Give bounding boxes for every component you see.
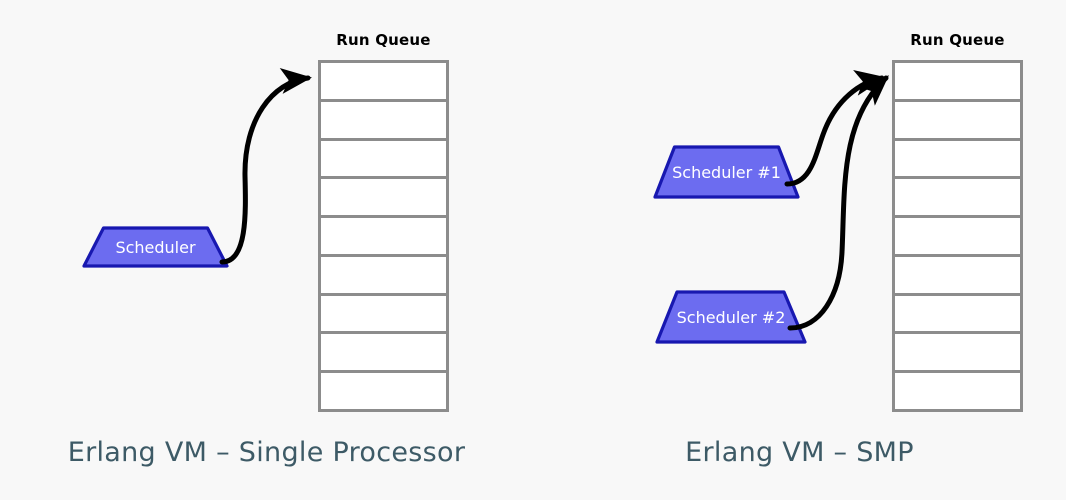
- scheduler-label-smp-1: Scheduler #1: [672, 162, 781, 182]
- panel-single-processor: Run Queue Scheduler: [82, 31, 449, 413]
- run-queue-cell-right-6: [892, 253, 1023, 296]
- scheduler-trapezoid-smp-2: [655, 290, 807, 344]
- run-queue-cell-right-8: [892, 331, 1023, 374]
- run-queue-cell-right-4: [892, 176, 1023, 219]
- scheduler-shape-smp-2[interactable]: Scheduler #2: [655, 290, 807, 344]
- run-queue-cell-right-9: [892, 370, 1023, 413]
- scheduler-label-left: Scheduler: [115, 237, 196, 257]
- scheduler-shape-left[interactable]: Scheduler: [82, 226, 229, 268]
- run-queue-left: [318, 60, 449, 413]
- scheduler-shape-smp-1[interactable]: Scheduler #1: [653, 145, 800, 199]
- run-queue-cell-left-2: [318, 98, 449, 141]
- run-queue-label-right: Run Queue: [910, 31, 1005, 49]
- scheduler-label-smp-2: Scheduler #2: [676, 307, 786, 327]
- run-queue-cell-left-3: [318, 137, 449, 180]
- run-queue-right: [892, 60, 1023, 413]
- run-queue-cell-right-5: [892, 215, 1023, 257]
- run-queue-cell-left-4: [318, 176, 449, 219]
- caption-single-processor: Erlang VM – Single Processor: [67, 437, 466, 468]
- run-queue-cell-left-8: [318, 331, 449, 374]
- run-queue-cell-left-1: [318, 60, 449, 102]
- run-queue-cell-left-5: [318, 215, 449, 257]
- run-queue-cell-right-7: [892, 292, 1023, 335]
- run-queue-cell-left-9: [318, 370, 449, 413]
- scheduler-trapezoid-left: [82, 226, 229, 268]
- run-queue-cell-right-2: [892, 98, 1023, 141]
- run-queue-cell-right-1: [892, 60, 1023, 102]
- run-queue-cell-left-7: [318, 292, 449, 335]
- caption-smp: Erlang VM – SMP: [685, 437, 914, 468]
- run-queue-cell-left-6: [318, 253, 449, 296]
- run-queue-label-left: Run Queue: [336, 31, 431, 49]
- run-queue-cell-right-3: [892, 137, 1023, 180]
- panel-smp: Run Queue Scheduler #1 Scheduler #2: [533, 0, 1066, 500]
